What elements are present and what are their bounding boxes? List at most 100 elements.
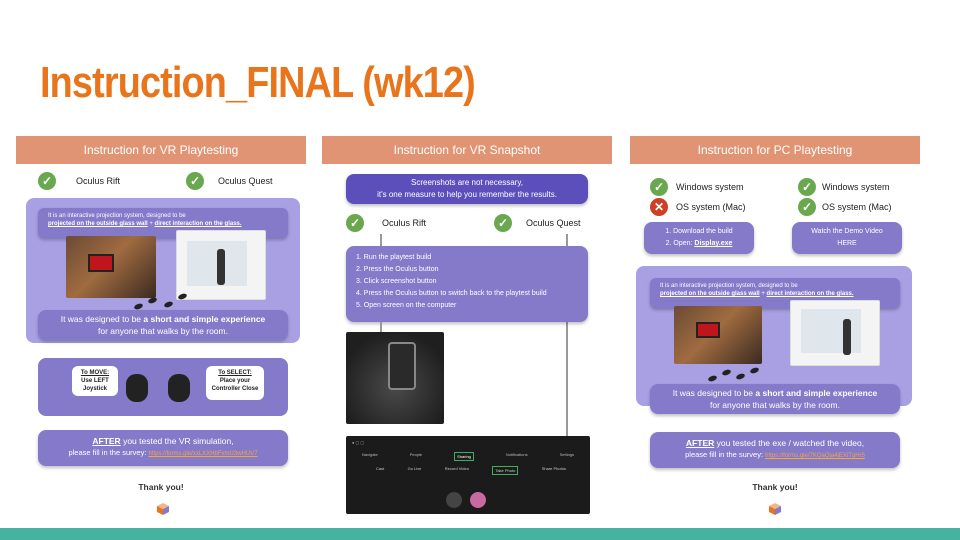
vr-playtesting-panel: Instruction for VR Playtesting ✓ Oculus … bbox=[16, 136, 306, 518]
quest-action[interactable]: Cast bbox=[376, 466, 385, 471]
quest-tab[interactable]: Notifications bbox=[505, 452, 528, 457]
intro-highlight-1: projected on the outside glass wall bbox=[48, 221, 148, 227]
intro-plus: + bbox=[147, 221, 155, 227]
quest-action[interactable]: Share Photos bbox=[541, 466, 566, 471]
quest-action-take-photo[interactable]: Take Photo bbox=[492, 466, 519, 475]
note-box: Screenshots are not necessary, it's one … bbox=[346, 174, 588, 204]
check-icon: ✓ bbox=[494, 214, 512, 232]
screen-image bbox=[88, 254, 114, 272]
demo-link[interactable]: HERE bbox=[837, 240, 857, 247]
vr-menu-image bbox=[388, 342, 416, 390]
quest-actions: Cast Go Live Record Video Take Photo Sha… bbox=[376, 466, 566, 475]
designed-highlight: a short and simple experience bbox=[143, 314, 266, 324]
move-text: Use LEFT Joystick bbox=[81, 378, 109, 392]
glass-wall-image bbox=[801, 309, 861, 353]
check-icon: ✓ bbox=[346, 214, 364, 232]
quest-status-bar: ● ▢ ▢ bbox=[352, 440, 365, 445]
demo-text: Watch the Demo Video bbox=[811, 228, 883, 235]
intro-line-1: It is an interactive projection system, … bbox=[48, 213, 186, 219]
select-label: To SELECT: bbox=[218, 370, 252, 376]
thank-you-text: Thank you! bbox=[752, 482, 798, 492]
survey-text: please fill in the survey: bbox=[68, 448, 149, 457]
download-step-1: 1. Download the build bbox=[665, 228, 733, 235]
room-photo bbox=[674, 306, 762, 364]
quest-menu-tabs: Navigate People Sharing Notifications Se… bbox=[346, 452, 590, 461]
download-file-link[interactable]: Display.exe bbox=[694, 240, 733, 247]
cube-logo-icon bbox=[157, 503, 169, 515]
survey-link[interactable]: https://forms.gle/xxLXXHbFvmU3wHUV7 bbox=[148, 451, 258, 457]
avatar[interactable] bbox=[470, 492, 486, 508]
move-label: To MOVE: bbox=[80, 370, 110, 376]
cross-icon: ✕ bbox=[650, 198, 668, 216]
vr-snapshot-panel: Instruction for VR Snapshot Screenshots … bbox=[322, 136, 612, 518]
check-icon: ✓ bbox=[798, 178, 816, 196]
check-icon: ✓ bbox=[650, 178, 668, 196]
quest-tab[interactable]: Navigate bbox=[361, 452, 378, 457]
quest-tab[interactable]: People bbox=[409, 452, 423, 457]
glass-wall-photo bbox=[176, 230, 266, 300]
quest-tab[interactable]: Settings bbox=[559, 452, 575, 457]
connector-line bbox=[380, 322, 382, 332]
person-figure bbox=[843, 319, 851, 355]
intro-highlight-1: projected on the outside glass wall bbox=[660, 291, 760, 297]
quest-action[interactable]: Go Live bbox=[407, 466, 422, 471]
designed-text: It was designed to be a short and simple… bbox=[650, 384, 900, 414]
steps-box: 1. Run the playtest build 2. Press the O… bbox=[346, 246, 588, 322]
panel-header: Instruction for VR Snapshot bbox=[322, 136, 612, 164]
after-text: you tested the VR simulation, bbox=[120, 436, 234, 446]
download-box: 1. Download the build 2. Open: Display.e… bbox=[644, 222, 754, 254]
check-icon: ✓ bbox=[798, 198, 816, 216]
left-windows-label: Windows system bbox=[676, 182, 744, 192]
designed-suffix: for anyone that walks by the room. bbox=[710, 400, 840, 410]
after-label: AFTER bbox=[685, 438, 715, 448]
quest-tab-sharing[interactable]: Sharing bbox=[454, 452, 474, 461]
intro-line-1: It is an interactive projection system, … bbox=[660, 283, 798, 289]
survey-box: AFTER you tested the exe / watched the v… bbox=[650, 432, 900, 468]
pc-playtesting-panel: Instruction for PC Playtesting ✓ Windows… bbox=[630, 136, 920, 518]
panel-header: Instruction for PC Playtesting bbox=[630, 136, 920, 164]
quest-action[interactable]: Record Video bbox=[444, 466, 469, 471]
step-item: 4. Press the Oculus button to switch bac… bbox=[356, 290, 547, 297]
note-line-1: Screenshots are not necessary, bbox=[411, 178, 523, 187]
select-bubble: To SELECT: Place your Controller Close bbox=[206, 366, 264, 400]
designed-suffix: for anyone that walks by the room. bbox=[98, 326, 228, 336]
move-bubble: To MOVE: Use LEFT Joystick bbox=[72, 366, 118, 396]
step-item: 2. Press the Oculus button bbox=[356, 266, 439, 273]
intro-highlight-2: direct interaction on the glass. bbox=[154, 221, 242, 227]
designed-text: It was designed to be a short and simple… bbox=[38, 310, 288, 340]
intro-highlight-2: direct interaction on the glass. bbox=[766, 291, 854, 297]
panel-header: Instruction for VR Playtesting bbox=[16, 136, 306, 164]
add-user-icon[interactable] bbox=[446, 492, 462, 508]
option-oculus-rift: Oculus Rift bbox=[382, 218, 427, 228]
footer-bar bbox=[0, 528, 960, 540]
room-photo bbox=[66, 236, 156, 298]
check-icon: ✓ bbox=[38, 172, 56, 190]
check-icon: ✓ bbox=[186, 172, 204, 190]
option-oculus-quest: Oculus Quest bbox=[218, 176, 273, 186]
select-text: Place your Controller Close bbox=[211, 378, 259, 392]
option-oculus-quest: Oculus Quest bbox=[526, 218, 581, 228]
slide-title: Instruction_FINAL (wk12) bbox=[40, 58, 476, 107]
step-item: 1. Run the playtest build bbox=[356, 254, 432, 261]
right-mac-label: OS system (Mac) bbox=[822, 202, 892, 212]
thank-you-text: Thank you! bbox=[138, 482, 184, 492]
connector-line bbox=[566, 234, 568, 439]
after-label: AFTER bbox=[92, 436, 121, 446]
left-mac-label: OS system (Mac) bbox=[676, 202, 746, 212]
survey-box: AFTER you tested the VR simulation, plea… bbox=[38, 430, 288, 466]
download-step-2: 2. Open: bbox=[665, 240, 695, 247]
designed-highlight: a short and simple experience bbox=[755, 388, 878, 398]
designed-prefix: It was designed to be bbox=[60, 314, 144, 324]
intro-plus: + bbox=[759, 291, 767, 297]
left-controller-icon bbox=[126, 374, 148, 402]
survey-link[interactable]: https://forms.gle/7KQaQja4jEXiTgHr5 bbox=[765, 453, 865, 459]
note-line-2: it's one measure to help you remember th… bbox=[377, 190, 557, 199]
glass-wall-photo bbox=[790, 300, 880, 366]
cube-logo-icon bbox=[769, 503, 781, 515]
step-item: 5. Open screen on the computer bbox=[356, 302, 457, 309]
right-windows-label: Windows system bbox=[822, 182, 890, 192]
connector-line bbox=[380, 234, 382, 250]
person-figure bbox=[217, 249, 225, 285]
right-controller-icon bbox=[168, 374, 190, 402]
designed-prefix: It was designed to be bbox=[672, 388, 756, 398]
